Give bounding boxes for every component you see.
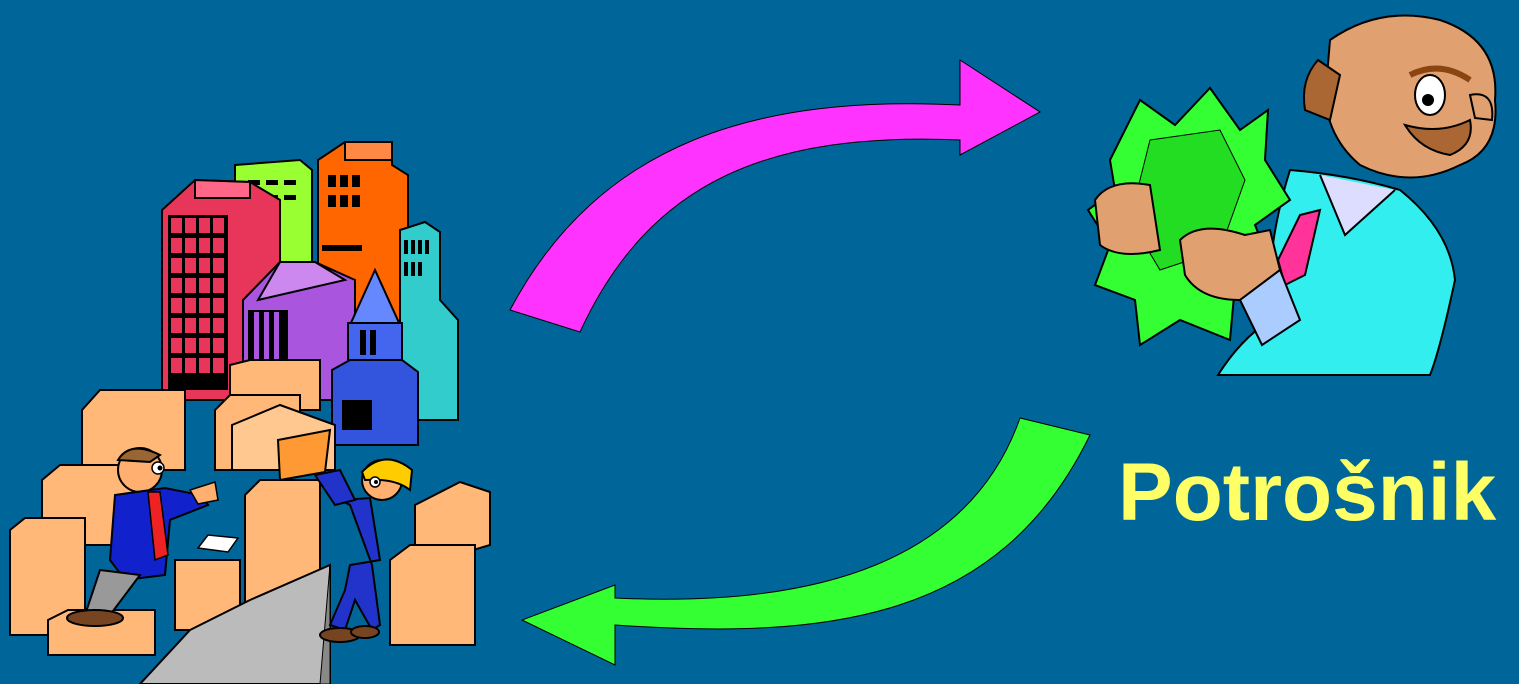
red-building — [161, 178, 281, 401]
consumer-tie — [1276, 208, 1322, 287]
consumer-head — [1302, 14, 1497, 179]
city-warehouse-illustration — [9, 141, 491, 684]
top-arrow — [509, 59, 1041, 333]
clipboard-icon — [196, 534, 240, 553]
consumer-hands — [1093, 182, 1302, 347]
conveyor-belt — [138, 563, 331, 684]
bottom-arrow — [520, 417, 1091, 666]
consumer-illustration — [1086, 14, 1497, 376]
worker-suit — [66, 447, 219, 627]
worker-hardhat — [313, 458, 414, 643]
blue-church — [331, 267, 419, 446]
consumer-label: Potrošnik — [1118, 447, 1497, 538]
